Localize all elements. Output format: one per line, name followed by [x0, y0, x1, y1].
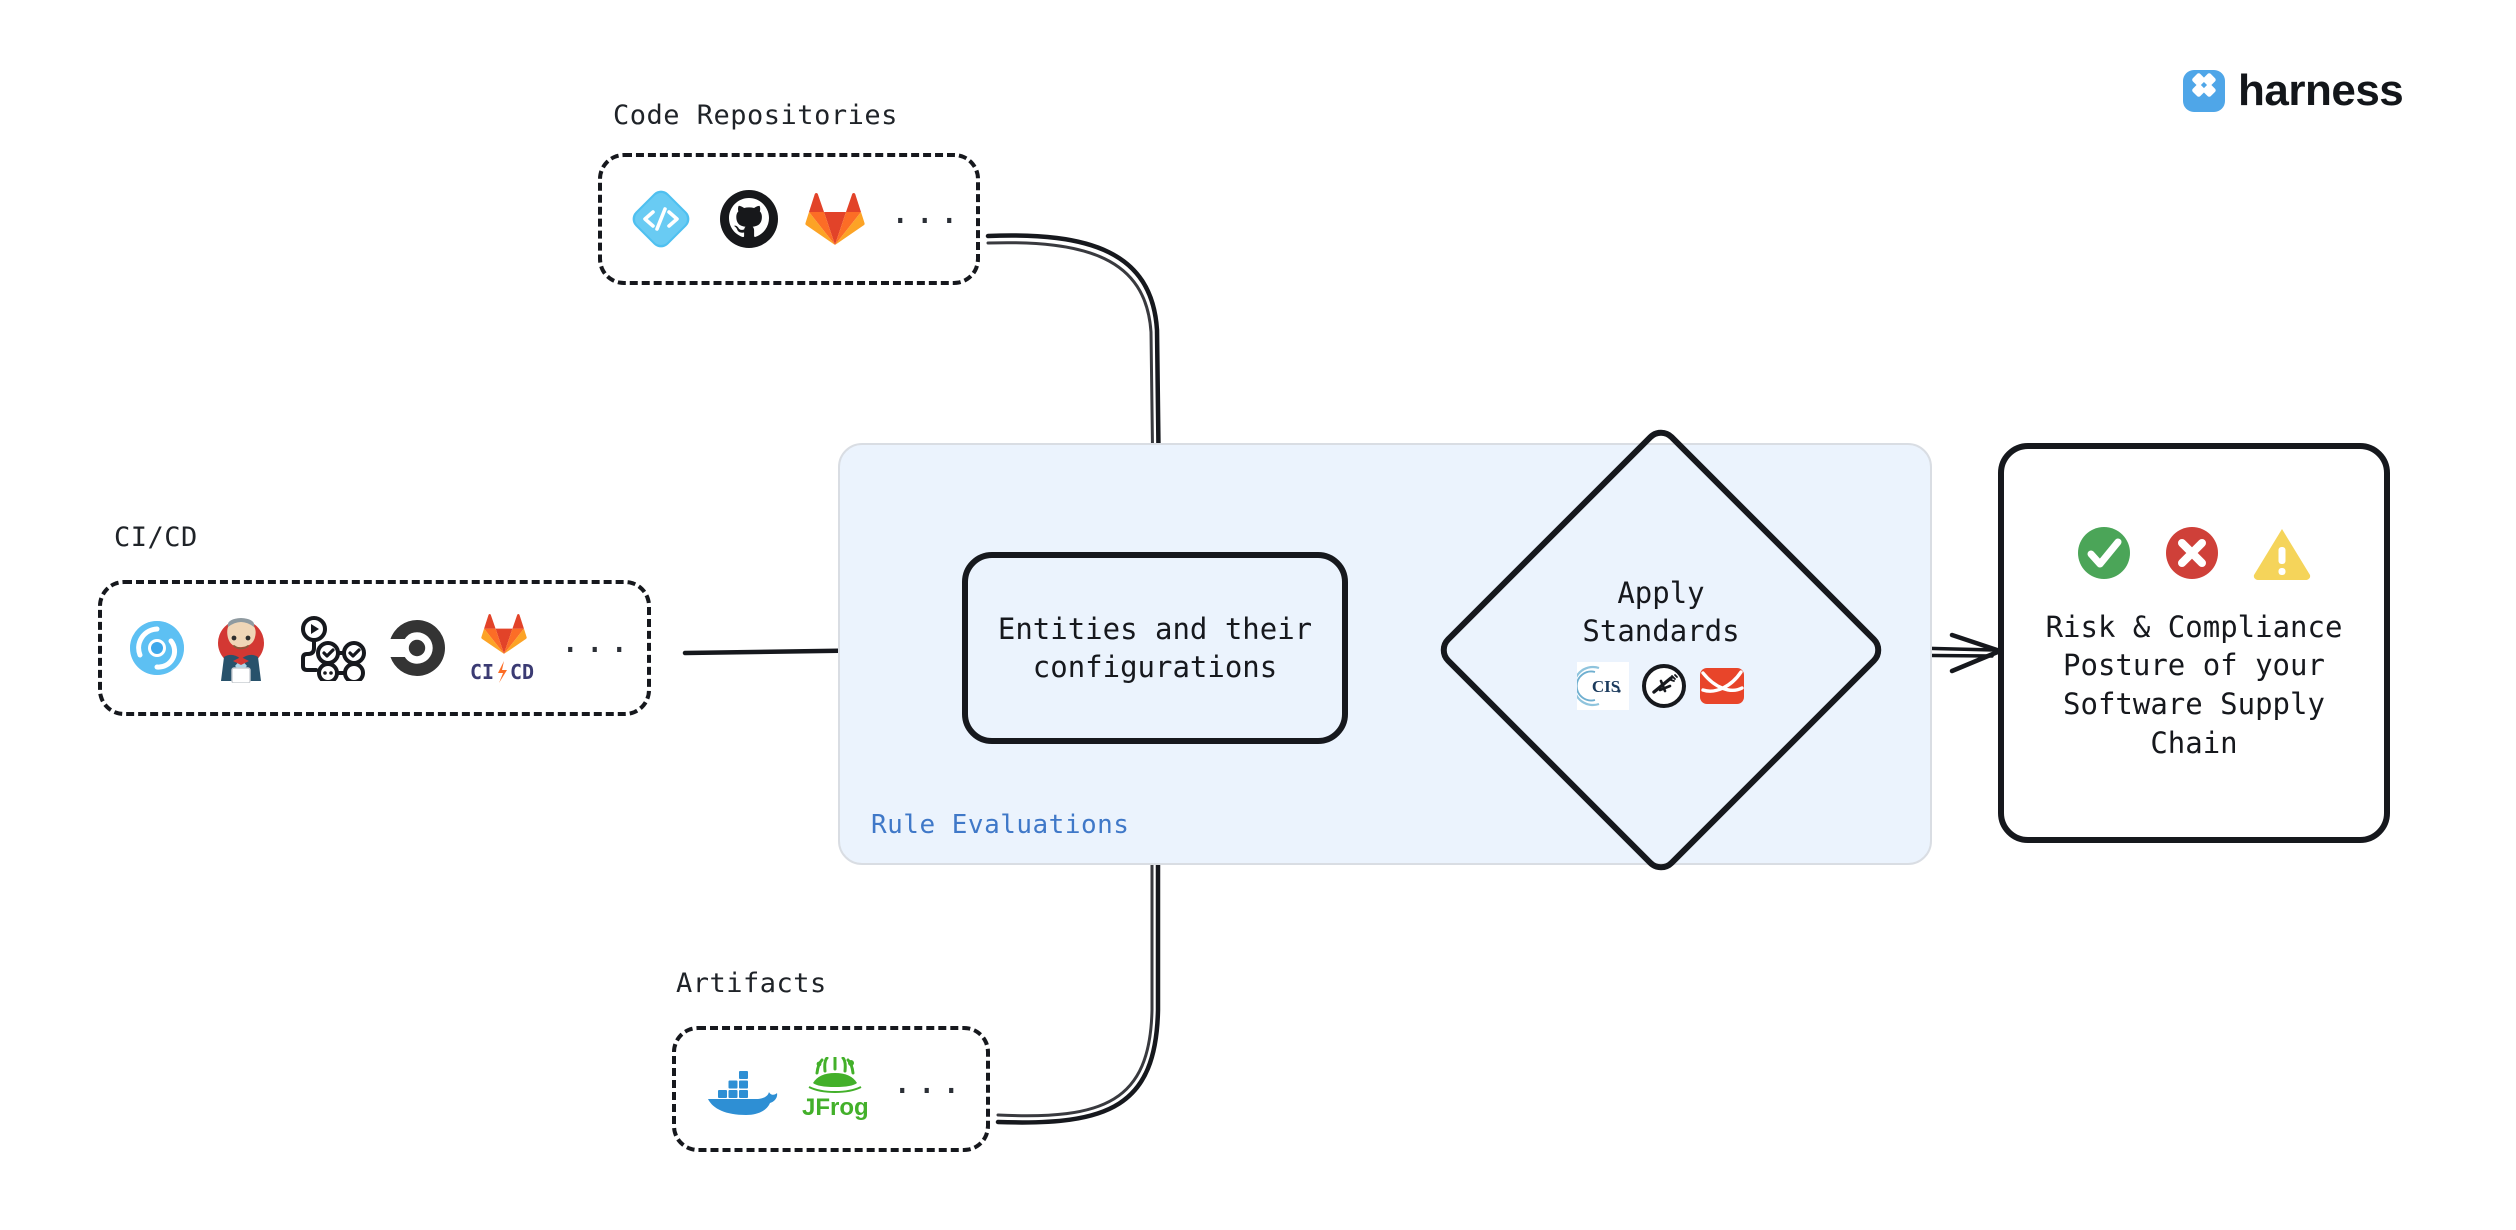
- standards-icon-row: CIS: [1577, 662, 1745, 711]
- jenkins-icon: [208, 613, 274, 683]
- ci-cd-label: CI/CD: [114, 522, 198, 553]
- code-repositories-label: Code Repositories: [613, 100, 898, 131]
- svg-text:JFrog: JFrog: [802, 1094, 869, 1121]
- github-actions-icon: [294, 615, 366, 681]
- risk-compliance-label: Risk & Compliance Posture of your Softwa…: [2045, 609, 2343, 760]
- slsa-icon: [1699, 663, 1745, 709]
- status-icon-row: [2075, 524, 2313, 582]
- docker-icon: [702, 1060, 778, 1118]
- artifacts-label: Artifacts: [676, 968, 827, 999]
- rule-evaluations-panel: [838, 443, 1932, 865]
- harness-diamond-logo-icon: [2182, 69, 2226, 113]
- entities-and-configurations-box[interactable]: Entities and their configurations: [962, 552, 1348, 744]
- ci-cd-box[interactable]: CI CD ...: [98, 580, 651, 716]
- svg-text:CD: CD: [510, 660, 534, 684]
- owasp-icon: [1641, 663, 1687, 709]
- error-cross-icon: [2163, 524, 2221, 582]
- apply-standards-diamond[interactable]: Apply Standards CIS: [1433, 422, 1889, 878]
- code-repositories-icons: ...: [628, 186, 963, 252]
- code-repositories-ellipsis: ...: [890, 192, 964, 232]
- cis-icon: CIS: [1577, 662, 1629, 711]
- artifacts-ellipsis: ...: [892, 1062, 966, 1102]
- brand-name: harness: [2238, 66, 2404, 115]
- risk-compliance-output-box[interactable]: Risk & Compliance Posture of your Softwa…: [1998, 443, 2390, 843]
- circleci-icon: [386, 617, 448, 679]
- success-check-icon: [2075, 524, 2133, 582]
- harness-code-icon: [628, 186, 694, 252]
- github-icon: [718, 188, 780, 250]
- artifacts-box[interactable]: JFrog ...: [672, 1026, 990, 1152]
- ci-cd-icons: CI CD ...: [126, 611, 633, 685]
- harness-icon: [126, 617, 188, 679]
- svg-text:CI: CI: [470, 660, 494, 684]
- warning-triangle-icon: [2251, 525, 2313, 581]
- rule-evaluations-label: Rule Evaluations: [871, 810, 1130, 840]
- jfrog-icon: JFrog: [800, 1057, 870, 1121]
- gitlab-cicd-icon: CI CD: [468, 611, 540, 685]
- svg-text:CIS: CIS: [1592, 677, 1620, 696]
- code-repositories-box[interactable]: ...: [598, 153, 980, 285]
- gitlab-icon: [804, 189, 866, 249]
- ci-cd-ellipsis: ...: [560, 621, 634, 661]
- apply-standards-label: Apply Standards: [1582, 575, 1740, 648]
- entities-box-label: Entities and their configurations: [997, 611, 1313, 684]
- artifacts-icons: JFrog ...: [702, 1057, 965, 1121]
- brand-logo: harness: [2182, 66, 2404, 116]
